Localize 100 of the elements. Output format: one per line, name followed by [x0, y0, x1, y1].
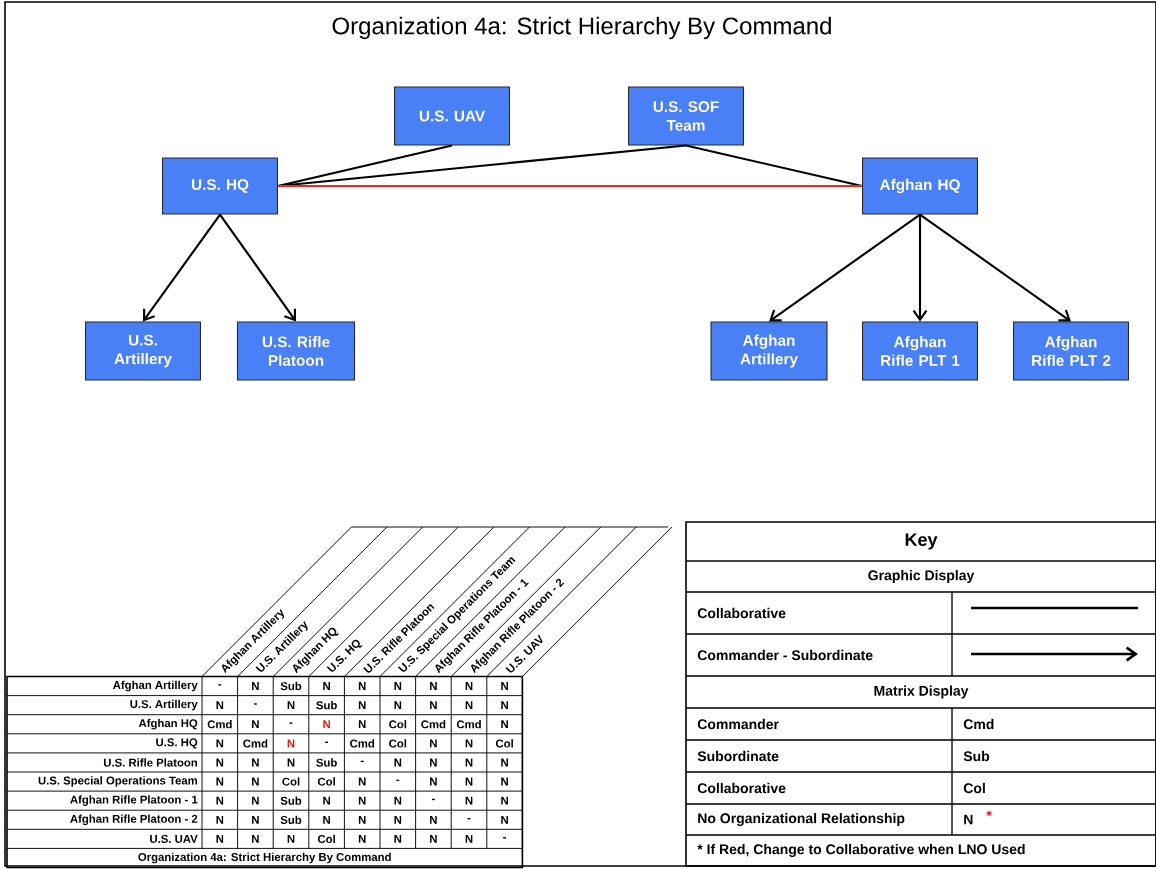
cell-value: N	[501, 796, 508, 805]
cell-value: N	[252, 758, 259, 767]
unit-box: U.S. Artillery	[85, 321, 201, 381]
cell-value: Sub	[280, 681, 302, 691]
cell-value: N	[358, 682, 366, 690]
cell-value: N	[358, 720, 366, 729]
unit-box: Afghan Rifle PLT 2	[1013, 321, 1129, 381]
key-title: Key	[905, 533, 938, 550]
cell-value: N	[287, 739, 295, 748]
unit-box: Afghan HQ	[862, 157, 978, 215]
cell-value: Cmd	[963, 718, 994, 730]
legend-label: Collaborative	[697, 607, 786, 619]
row-label: Commander	[697, 718, 779, 730]
arrow	[143, 213, 221, 322]
cell-value: Col	[282, 777, 300, 786]
arrow	[919, 213, 1071, 322]
asterisk: *	[986, 810, 992, 816]
cell-value: Sub	[316, 758, 337, 767]
unit-box: Afghan Rifle PLT 1	[862, 321, 978, 381]
cell-value: Sub	[316, 700, 337, 710]
cell-value: N	[358, 815, 366, 824]
cell-value: Col	[317, 777, 335, 786]
unit-box: U.S. HQ	[162, 157, 278, 215]
cell-value: N	[501, 701, 508, 709]
cell-value: -	[218, 684, 222, 686]
cell-value: N	[216, 815, 224, 824]
cell-value: N	[465, 682, 473, 690]
cell-value: N	[358, 796, 366, 805]
title: Organization 4a: Strict Hierarchy By Command	[332, 16, 831, 40]
cell-value: N	[394, 682, 402, 690]
cell-value: N	[430, 682, 437, 690]
cell-value: N	[252, 815, 259, 824]
arrow	[912, 214, 928, 322]
section-heading: Matrix Display	[874, 685, 969, 699]
cell-value: N	[430, 739, 437, 748]
cell-value: -	[325, 741, 329, 743]
cell-value: N	[394, 701, 402, 709]
cell-value: Col	[389, 720, 407, 729]
footnote: * If Red, Change to Collaborative when LNO Used	[697, 843, 1025, 858]
row-label: Afghan Rifle Platoon - 1	[70, 795, 198, 806]
connector-line	[685, 144, 863, 188]
cell-value: N	[465, 758, 473, 767]
row-label: U.S. UAV	[150, 834, 198, 843]
cell-value: N	[501, 682, 508, 690]
cell-value: N	[501, 758, 508, 767]
row-label: U.S. Rifle Platoon	[104, 758, 197, 767]
cell-value: Col	[963, 782, 985, 794]
cell-value: Col	[495, 739, 513, 748]
unit-box: Afghan Artillery	[710, 321, 828, 381]
row-label: U.S. HQ	[156, 738, 198, 749]
section-heading: Graphic Display	[868, 570, 975, 584]
cell-value: N	[430, 777, 437, 786]
cell-value: N	[358, 835, 366, 843]
cell-value: Cmd	[207, 720, 232, 729]
cell-value: N	[323, 682, 330, 690]
cell-value: Cmd	[243, 739, 268, 748]
row-label: Afghan HQ	[138, 718, 198, 730]
unit-box: U.S. Rifle Platoon	[236, 321, 356, 381]
cell-value: N	[323, 796, 330, 805]
cell-value: -	[467, 818, 471, 820]
cell-value: N	[501, 815, 508, 824]
cell-value: -	[503, 837, 507, 839]
cell-value: -	[431, 798, 435, 801]
cell-value: N	[287, 701, 295, 709]
cell-value: N	[430, 835, 437, 843]
arrow	[219, 213, 296, 322]
cell-value: -	[396, 779, 400, 782]
row-label: Afghan Artillery	[113, 680, 198, 692]
cell-value: N	[287, 758, 295, 767]
cell-value: Cmd	[421, 720, 446, 729]
cell-value: Sub	[280, 796, 302, 805]
arrow	[769, 213, 921, 322]
cell-value: Sub	[963, 750, 990, 762]
row-label: Subordinate	[697, 750, 779, 762]
cell-value: N	[394, 835, 402, 843]
cell-value: N	[430, 815, 437, 824]
cell-value: N	[216, 701, 224, 709]
cell-value: Col	[389, 739, 407, 748]
cell-value: N	[216, 796, 224, 805]
cell-value: N	[252, 777, 259, 786]
cell-value: Sub	[280, 815, 302, 824]
cell-value: N	[358, 777, 366, 786]
cell-value: N	[216, 739, 224, 748]
cell-value: Cmd	[456, 720, 481, 729]
cell-value: N	[501, 777, 508, 786]
cell-value: Cmd	[350, 739, 375, 748]
cell-value: N	[323, 815, 330, 824]
cell-value: N	[501, 720, 508, 729]
cell-value: N	[394, 815, 402, 824]
cell-value: Col	[317, 834, 335, 844]
cell-value: N	[964, 814, 973, 825]
cell-value: N	[252, 835, 259, 843]
legend-label: Commander - Subordinate	[697, 649, 873, 661]
cell-value: N	[430, 758, 437, 767]
table-caption: Organization 4a: Strict Hierarchy By Command	[138, 852, 391, 864]
cell-value: N	[394, 796, 402, 805]
row-label: Afghan Rifle Platoon - 2	[70, 814, 198, 826]
row-label: No Organizational Relationship	[698, 812, 905, 827]
cell-value: N	[287, 835, 295, 843]
cell-value: N	[465, 777, 473, 786]
